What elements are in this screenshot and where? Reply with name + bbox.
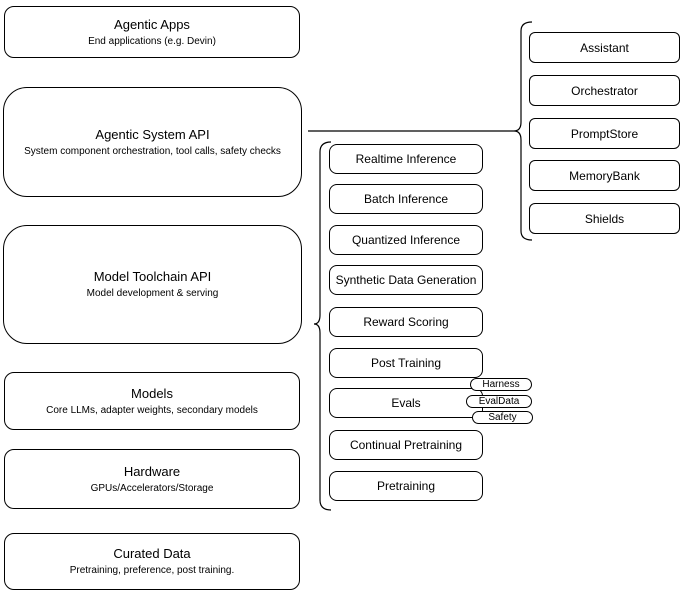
node-curated-data: Curated Data Pretraining, preference, po…: [4, 533, 300, 590]
node-agentic-apps: Agentic Apps End applications (e.g. Devi…: [4, 6, 300, 58]
toolchain-item-reward-scoring: Reward Scoring: [329, 307, 483, 337]
node-title: Hardware: [123, 463, 181, 479]
eval-tag-safety: Safety: [472, 411, 533, 424]
node-subtitle: GPUs/Accelerators/Storage: [90, 482, 214, 494]
toolchain-item-synthetic-data-generation: Synthetic Data Generation: [329, 265, 483, 295]
node-subtitle: System component orchestration, tool cal…: [24, 145, 281, 157]
component-memorybank: MemoryBank: [529, 160, 680, 191]
node-model-toolchain-api: Model Toolchain API Model development & …: [3, 225, 302, 344]
node-title: Curated Data: [113, 546, 191, 561]
node-title: Agentic Apps: [114, 16, 190, 32]
toolchain-item-continual-pretraining: Continual Pretraining: [329, 430, 483, 460]
eval-tag-harness: Harness: [470, 378, 532, 391]
node-subtitle: Model development & serving: [86, 288, 219, 299]
node-models: Models Core LLMs, adapter weights, secon…: [4, 372, 300, 430]
node-hardware: Hardware GPUs/Accelerators/Storage: [4, 449, 300, 509]
toolchain-item-pretraining: Pretraining: [329, 471, 483, 501]
node-title: Agentic System API: [95, 126, 210, 142]
toolchain-item-quantized-inference: Quantized Inference: [329, 225, 483, 255]
node-subtitle: Pretraining, preference, post training.: [69, 565, 235, 576]
toolchain-item-realtime-inference: Realtime Inference: [329, 144, 483, 174]
component-promptstore: PromptStore: [529, 118, 680, 149]
node-title: Model Toolchain API: [93, 269, 212, 284]
component-assistant: Assistant: [529, 32, 680, 63]
eval-tag-evaldata: EvalData: [466, 395, 532, 408]
node-subtitle: Core LLMs, adapter weights, secondary mo…: [46, 404, 258, 416]
component-shields: Shields: [529, 203, 680, 234]
node-agentic-system-api: Agentic System API System component orch…: [3, 87, 302, 197]
toolchain-item-batch-inference: Batch Inference: [329, 184, 483, 214]
toolchain-item-post-training: Post Training: [329, 348, 483, 378]
toolchain-item-evals: Evals: [329, 388, 483, 418]
toolchain-brace: [313, 141, 332, 511]
component-orchestrator: Orchestrator: [529, 75, 680, 106]
node-title: Models: [131, 385, 173, 401]
node-subtitle: End applications (e.g. Devin): [88, 35, 216, 47]
